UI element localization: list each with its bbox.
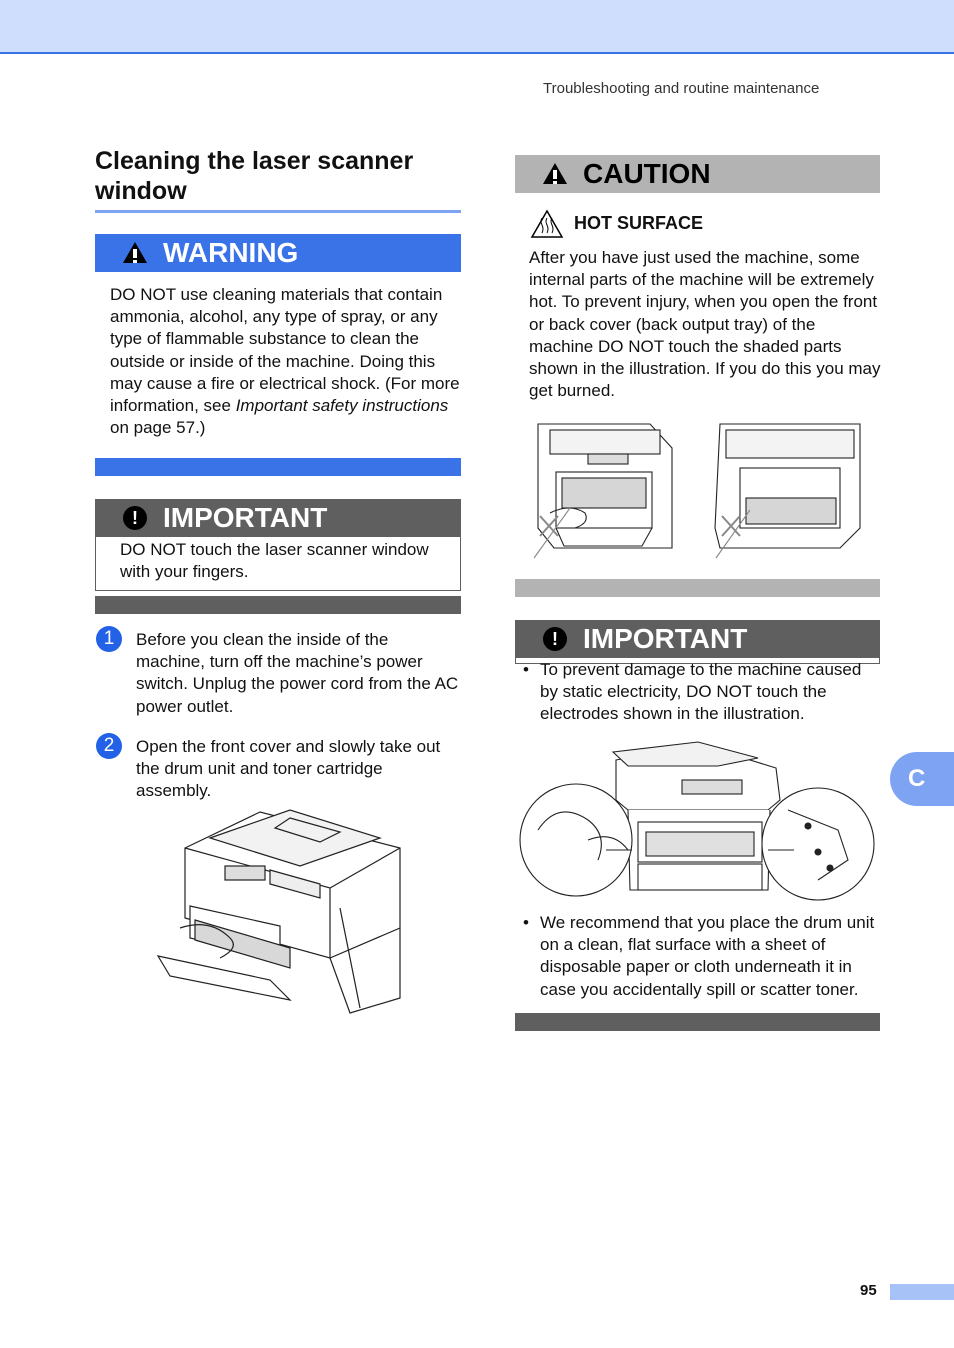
- warning-end-bar: [95, 458, 461, 476]
- bullet-glyph-1: •: [523, 660, 529, 679]
- caution-text: After you have just used the machine, so…: [529, 248, 881, 401]
- warning-label: WARNING: [163, 237, 299, 268]
- warning-triangle-icon: [543, 161, 569, 187]
- printer-drum-illustration: [156, 809, 401, 1014]
- hot-surface-icon: [530, 209, 564, 239]
- important-end-bar-right: [515, 1013, 880, 1031]
- title-rule: [95, 210, 461, 213]
- bullet-glyph-2: •: [523, 913, 529, 932]
- important-label-right: IMPORTANT: [583, 623, 748, 654]
- page-number: 95: [860, 1282, 877, 1299]
- important-text-left: DO NOT touch the laser scanner window wi…: [120, 540, 429, 582]
- chapter-tab: C: [890, 752, 954, 806]
- warning-text-italic: Important safety instructions: [235, 396, 449, 416]
- electrodes-illustration: [519, 741, 875, 901]
- exclamation-circle-icon: !: [543, 626, 569, 652]
- caution-end-bar: [515, 579, 880, 597]
- important-bullet-1: To prevent damage to the machine caused …: [540, 660, 862, 724]
- step-text-2: Open the front cover and slowly take out…: [136, 737, 441, 801]
- step-text-1: Before you clean the inside of the machi…: [136, 630, 459, 716]
- section-title: Cleaning the laser scanner window: [95, 147, 414, 205]
- exclamation-circle-icon: !: [123, 505, 149, 531]
- warning-text: DO NOT use cleaning materials that conta…: [110, 284, 462, 439]
- caution-label: CAUTION: [583, 158, 711, 189]
- hot-surface-label: HOT SURFACE: [574, 213, 704, 233]
- header-bar: [0, 0, 954, 54]
- important-box-right: [515, 658, 880, 664]
- important-banner-left: ! IMPORTANT: [95, 499, 461, 537]
- running-head: Troubleshooting and routine maintenance: [543, 80, 820, 97]
- footer-tab: [890, 1284, 954, 1300]
- warning-text-part2: on page 57.): [110, 418, 206, 438]
- important-bullet-2: We recommend that you place the drum uni…: [540, 913, 875, 999]
- important-label-left: IMPORTANT: [163, 502, 328, 533]
- important-end-bar-left: [95, 596, 461, 614]
- step-marker-1: 1: [96, 626, 122, 652]
- warning-text-part1: DO NOT use cleaning materials that conta…: [110, 285, 460, 416]
- step-marker-2: 2: [96, 733, 122, 759]
- warning-triangle-icon: [123, 240, 149, 266]
- hot-surface-illustration: [533, 423, 861, 559]
- important-box-left: [95, 537, 461, 591]
- caution-banner: CAUTION: [515, 155, 880, 193]
- warning-banner: WARNING: [95, 234, 461, 272]
- important-banner-right: ! IMPORTANT: [515, 620, 880, 658]
